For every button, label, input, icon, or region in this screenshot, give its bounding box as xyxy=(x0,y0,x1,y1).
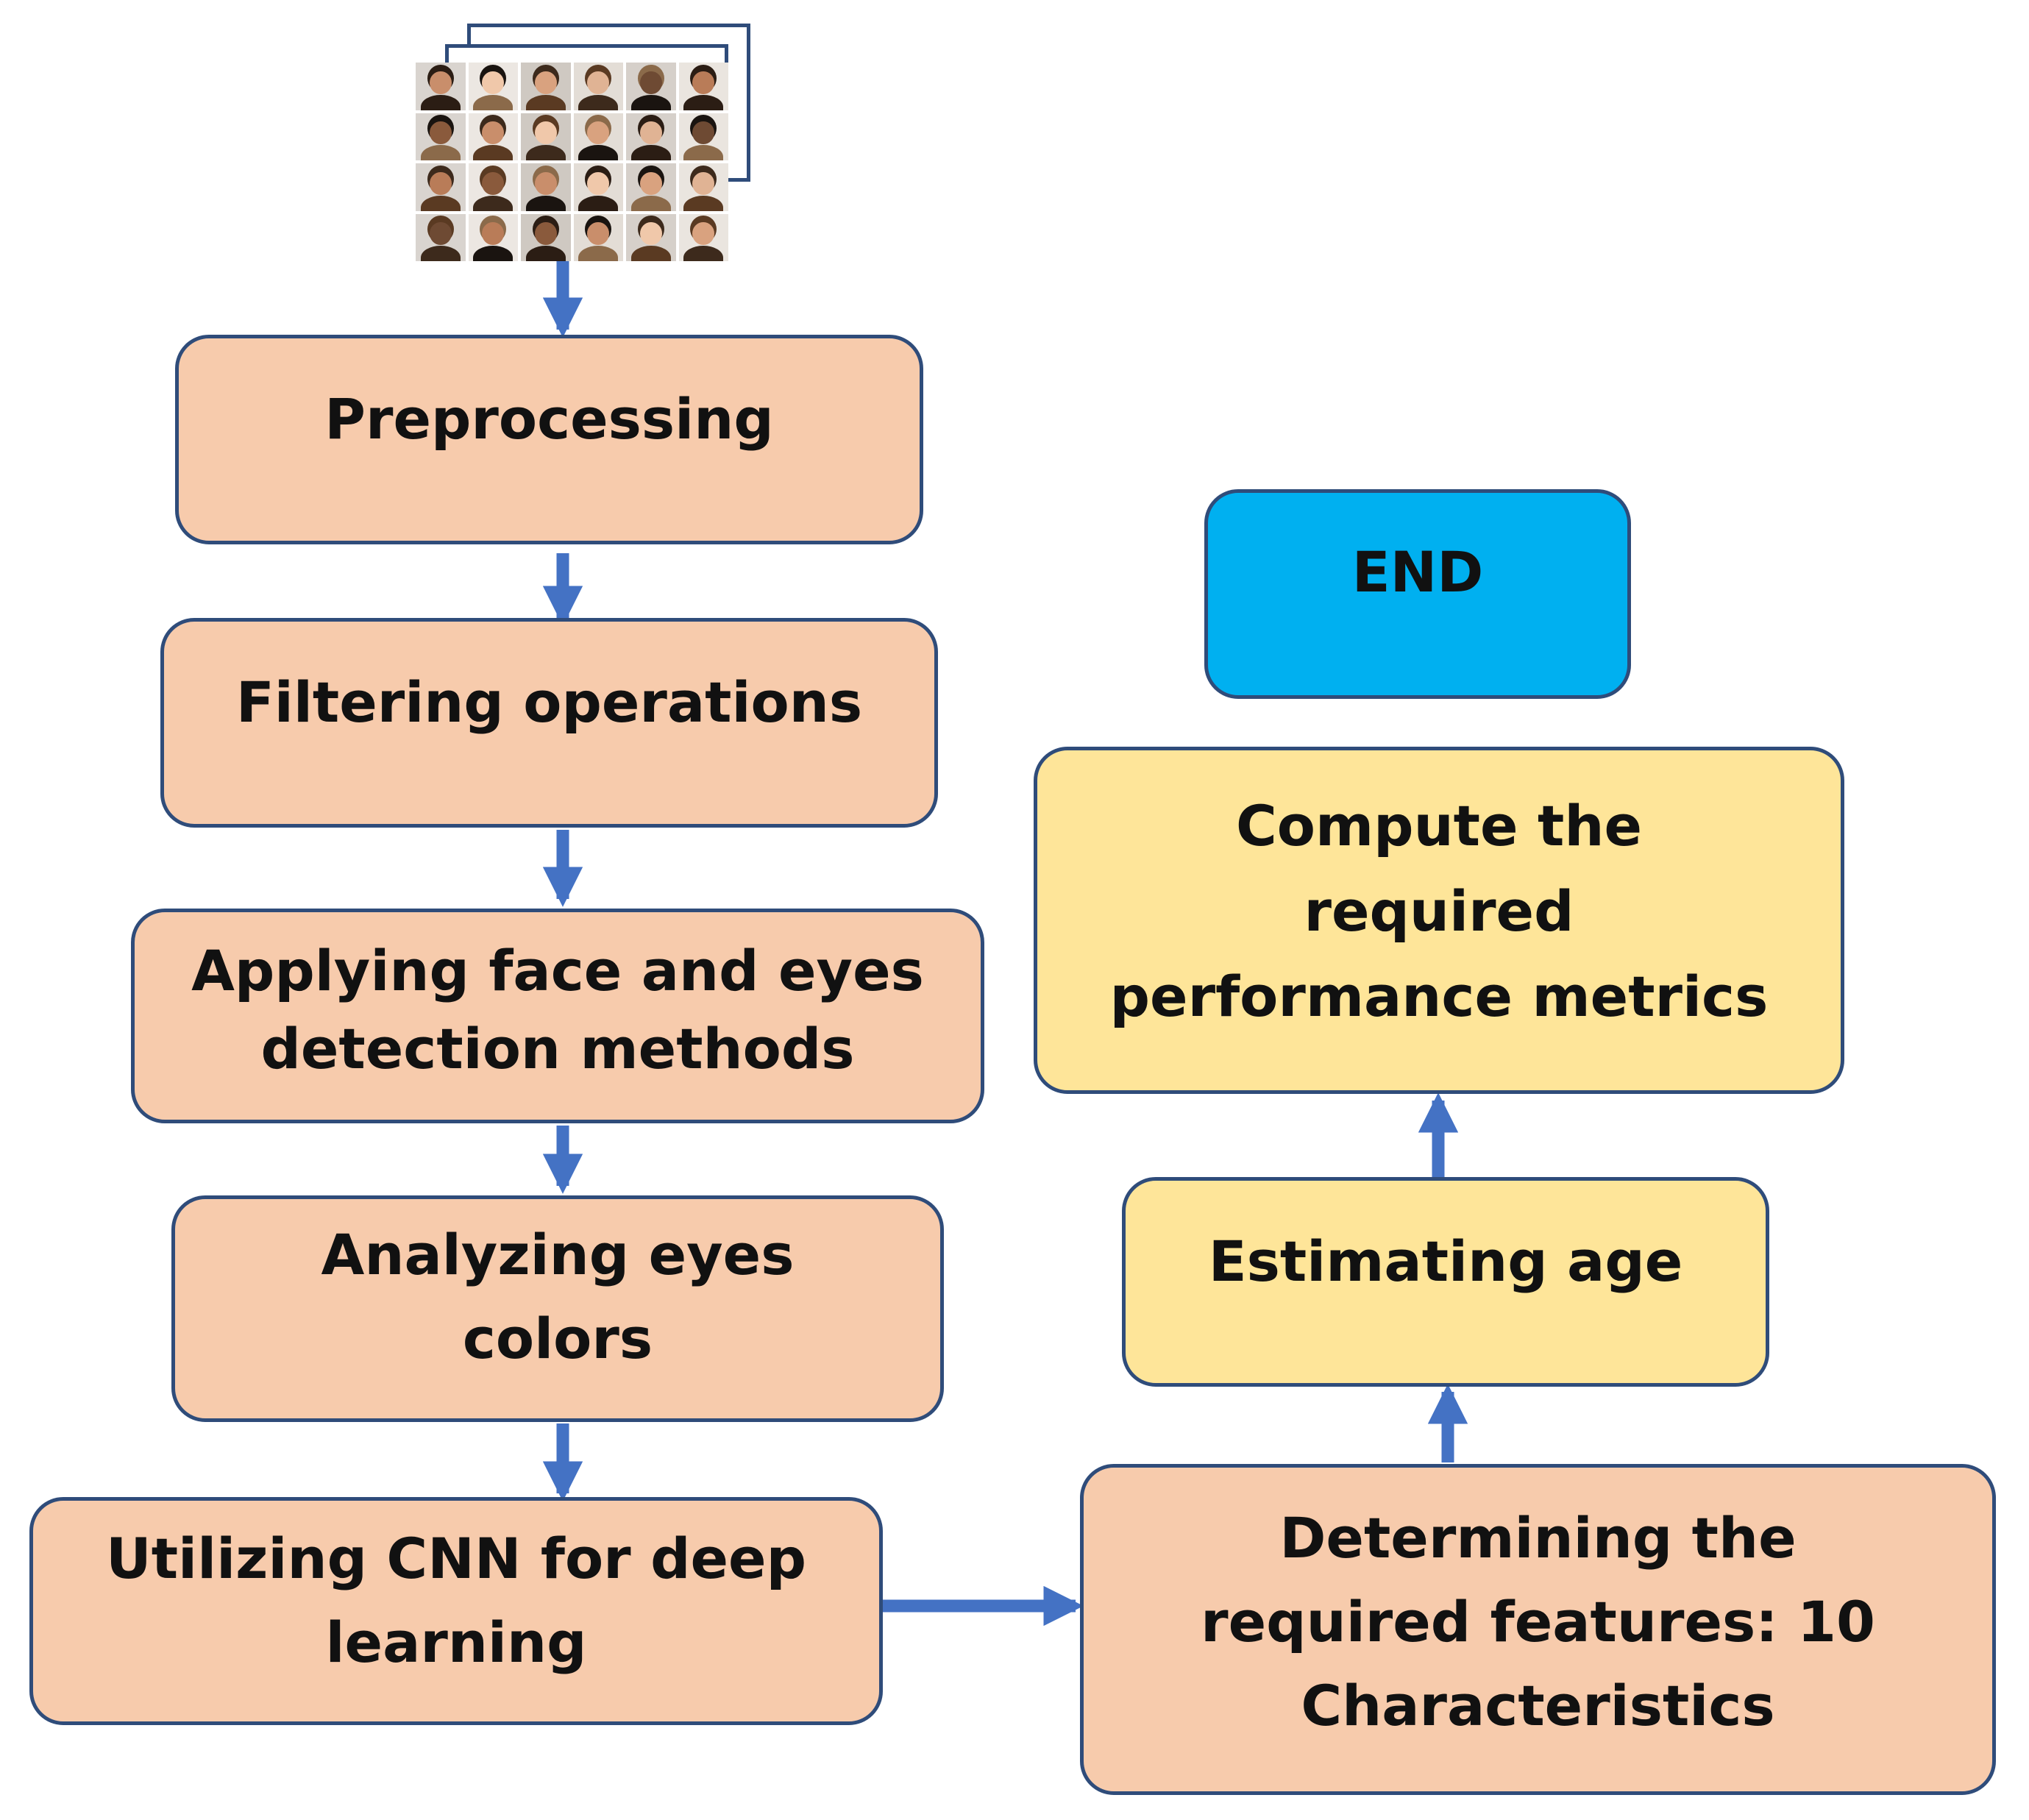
preprocessing-label: Preprocessing xyxy=(324,385,774,452)
eye-colors-step: Analyzing eyes colors xyxy=(171,1195,944,1422)
performance-metrics-label: Compute the required performance metrics xyxy=(1109,792,1769,1030)
estimating-age-step: Estimating age xyxy=(1122,1177,1769,1387)
face-photo-thumbnail xyxy=(573,213,623,261)
detection-step: Applying face and eyes detection methods xyxy=(131,909,984,1123)
eye-colors-label: Analyzing eyes colors xyxy=(321,1222,795,1371)
face-photo-thumbnail xyxy=(416,63,466,110)
face-photo-thumbnail xyxy=(521,113,571,160)
filtering-step: Filtering operations xyxy=(160,618,938,828)
face-photo-thumbnail xyxy=(678,113,728,160)
filtering-label: Filtering operations xyxy=(235,669,863,735)
face-photo-thumbnail xyxy=(573,63,623,110)
face-photo-thumbnail xyxy=(521,213,571,261)
estimating-age-label: Estimating age xyxy=(1208,1228,1683,1294)
face-photo-thumbnail xyxy=(521,63,571,110)
face-photo-thumbnail xyxy=(416,113,466,160)
face-photo-thumbnail xyxy=(626,63,676,110)
face-photo-thumbnail xyxy=(468,63,518,110)
face-photo-thumbnail xyxy=(468,163,518,211)
face-photo-thumbnail xyxy=(626,163,676,211)
face-photo-grid-icon xyxy=(416,63,728,261)
face-photo-thumbnail xyxy=(573,163,623,211)
face-photo-thumbnail xyxy=(416,163,466,211)
face-photo-thumbnail xyxy=(626,213,676,261)
face-photo-thumbnail xyxy=(468,213,518,261)
end-label: END xyxy=(1351,538,1484,605)
cnn-label: Utilizing CNN for deep learning xyxy=(105,1526,806,1675)
face-photo-thumbnail xyxy=(573,113,623,160)
face-photo-thumbnail xyxy=(416,213,466,261)
features-step: Determining the required features: 10 Ch… xyxy=(1080,1464,1996,1795)
detection-label: Applying face and eyes detection methods xyxy=(191,937,924,1081)
performance-metrics-step: Compute the required performance metrics xyxy=(1034,747,1844,1094)
end-terminal: END xyxy=(1204,489,1631,699)
cnn-step: Utilizing CNN for deep learning xyxy=(29,1497,883,1725)
face-photo-thumbnail xyxy=(626,113,676,160)
face-photo-thumbnail xyxy=(521,163,571,211)
face-photo-thumbnail xyxy=(468,113,518,160)
preprocessing-step: Preprocessing xyxy=(175,335,923,544)
features-label: Determining the required features: 10 Ch… xyxy=(1201,1505,1875,1738)
face-photo-thumbnail xyxy=(678,163,728,211)
face-photo-thumbnail xyxy=(678,213,728,261)
face-photo-thumbnail xyxy=(678,63,728,110)
